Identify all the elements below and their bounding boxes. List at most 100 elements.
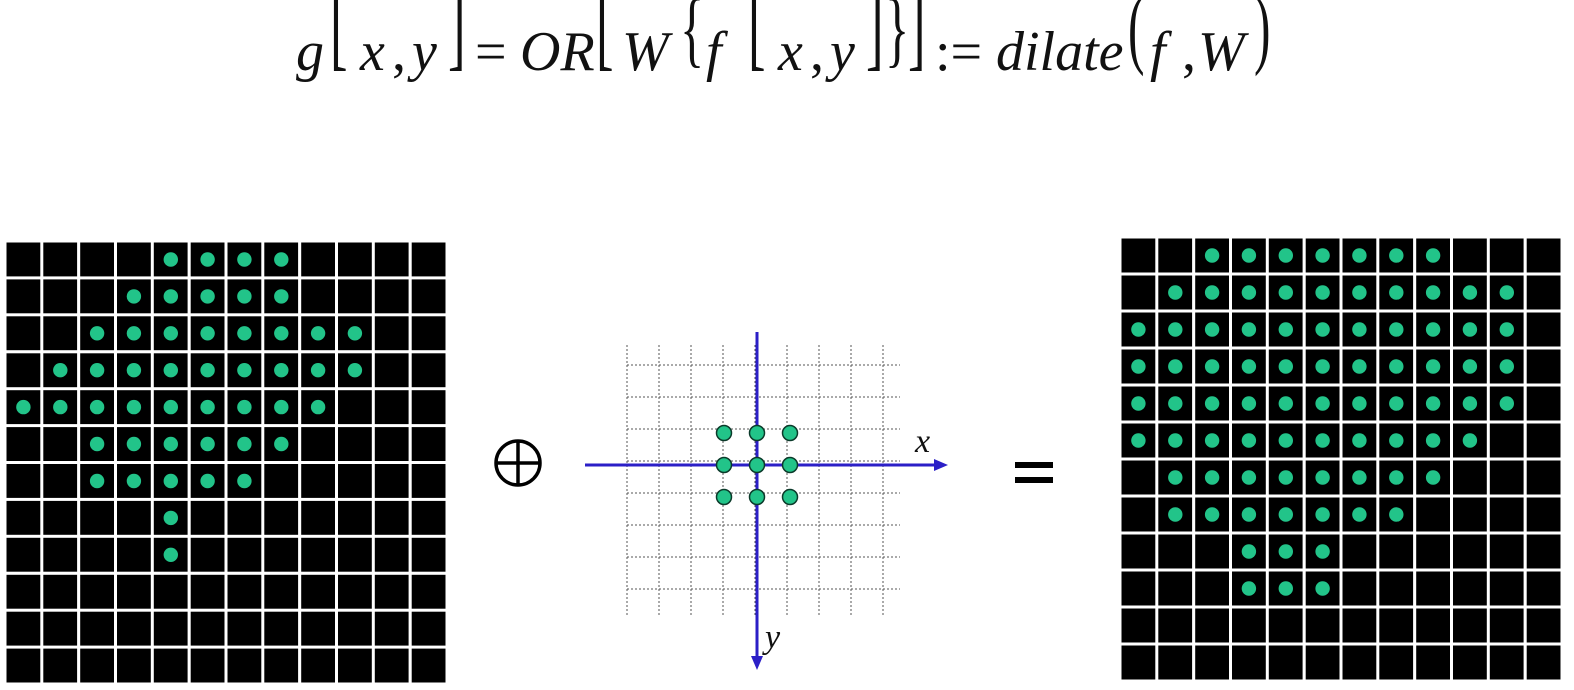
- output-foreground-dot: [1241, 433, 1257, 448]
- input-foreground-dot: [310, 326, 326, 341]
- input-foreground-dot: [274, 326, 289, 341]
- output-foreground-dot: [1425, 359, 1441, 374]
- se-element-dot: [781, 488, 799, 506]
- input-pixel: [338, 464, 372, 498]
- input-pixel: [301, 574, 335, 609]
- input-pixel: [43, 316, 78, 351]
- output-foreground-dot: [1389, 285, 1404, 300]
- input-pixel: [264, 611, 299, 646]
- output-pixel: [1379, 571, 1414, 606]
- input-pixel: [43, 279, 78, 314]
- structuring-element: xy: [585, 332, 948, 670]
- output-foreground-dot: [1278, 581, 1294, 596]
- output-pixel: [1305, 608, 1340, 643]
- formula-comma2: ,: [810, 21, 824, 83]
- input-pixel: [264, 574, 299, 609]
- output-foreground-dot: [1499, 396, 1515, 411]
- output-foreground-dot: [1278, 433, 1294, 448]
- output-pixel: [1489, 423, 1524, 458]
- input-pixel: [338, 427, 372, 461]
- output-foreground-dot: [1278, 359, 1294, 374]
- input-foreground-dot: [89, 326, 105, 341]
- input-pixel: [411, 537, 446, 572]
- output-pixel: [1526, 460, 1561, 495]
- output-foreground-dot: [1462, 285, 1478, 300]
- output-pixel: [1416, 497, 1450, 532]
- formula-brace-open: {: [680, 0, 705, 76]
- output-pixel: [1121, 497, 1156, 532]
- output-pixel: [1526, 423, 1561, 458]
- input-pixel: [6, 353, 41, 388]
- output-foreground-dot: [1241, 322, 1257, 337]
- input-pixel: [374, 353, 409, 388]
- output-foreground-dot: [1241, 396, 1257, 411]
- input-foreground-dot: [274, 252, 289, 267]
- input-pixel: [6, 242, 41, 277]
- input-pixel: [374, 390, 409, 425]
- output-foreground-dot: [1462, 359, 1478, 374]
- dilation-formula: g [ x , y ] = OR [ W { f [ x , y ] } ] :…: [0, 0, 1574, 120]
- input-pixel: [411, 427, 446, 461]
- input-foreground-dot: [163, 547, 178, 562]
- input-pixel: [338, 537, 372, 572]
- output-pixel: [1526, 238, 1561, 273]
- output-foreground-dot: [1352, 322, 1367, 337]
- formula-dilate: dilate: [996, 21, 1124, 83]
- output-foreground-dot: [1352, 359, 1367, 374]
- input-pixel: [190, 574, 225, 609]
- output-foreground-dot: [1499, 359, 1515, 374]
- output-foreground-dot: [1315, 322, 1330, 337]
- output-pixel: [1526, 571, 1561, 606]
- output-foreground-dot: [1389, 322, 1404, 337]
- output-pixel: [1453, 497, 1487, 532]
- input-pixel: [374, 574, 409, 609]
- input-foreground-dot: [126, 326, 142, 341]
- output-pixel: [1489, 497, 1524, 532]
- output-foreground-dot: [1278, 544, 1294, 559]
- output-foreground-dot: [1131, 433, 1146, 448]
- input-pixel: [301, 279, 335, 314]
- se-element-dot: [715, 488, 733, 506]
- output-foreground-dot: [1241, 285, 1257, 300]
- output-pixel: [1526, 608, 1561, 643]
- output-pixel: [1379, 645, 1414, 680]
- output-pixel: [1526, 312, 1561, 347]
- output-pixel: [1342, 645, 1377, 680]
- input-foreground-dot: [163, 326, 178, 341]
- output-foreground-dot: [1278, 248, 1294, 263]
- output-foreground-dot: [1204, 359, 1220, 374]
- formula-bracket-close-3: ]: [866, 0, 884, 79]
- formula-or: OR: [520, 21, 595, 83]
- input-foreground-dot: [89, 363, 105, 378]
- output-foreground-dot: [1168, 285, 1183, 300]
- output-foreground-dot: [1241, 470, 1257, 485]
- input-pixel: [43, 464, 78, 498]
- output-pixel: [1526, 386, 1561, 421]
- output-frame: [1120, 237, 1562, 681]
- input-foreground-dot: [126, 363, 142, 378]
- input-foreground-dot: [237, 252, 252, 267]
- input-pixel: [374, 611, 409, 646]
- input-pixel: [338, 242, 372, 277]
- output-foreground-dot: [1389, 507, 1404, 522]
- input-pixel: [117, 611, 151, 646]
- formula-x: x: [360, 21, 385, 83]
- input-pixel: [374, 648, 409, 683]
- formula-y2: y: [830, 21, 855, 83]
- output-image-grid: [1120, 237, 1562, 681]
- input-pixel: [301, 464, 335, 498]
- output-pixel: [1121, 608, 1156, 643]
- input-foreground-dot: [163, 510, 178, 526]
- input-pixel: [338, 648, 372, 683]
- output-pixel: [1489, 534, 1524, 569]
- output-foreground-dot: [1315, 359, 1330, 374]
- output-foreground-dot: [1168, 359, 1183, 374]
- input-pixel: [43, 427, 78, 461]
- input-pixel: [227, 648, 262, 683]
- input-pixel: [264, 648, 299, 683]
- output-pixel: [1453, 608, 1487, 643]
- formula-paren-close: ): [1254, 0, 1271, 77]
- input-pixel: [80, 574, 114, 609]
- output-pixel: [1121, 645, 1156, 680]
